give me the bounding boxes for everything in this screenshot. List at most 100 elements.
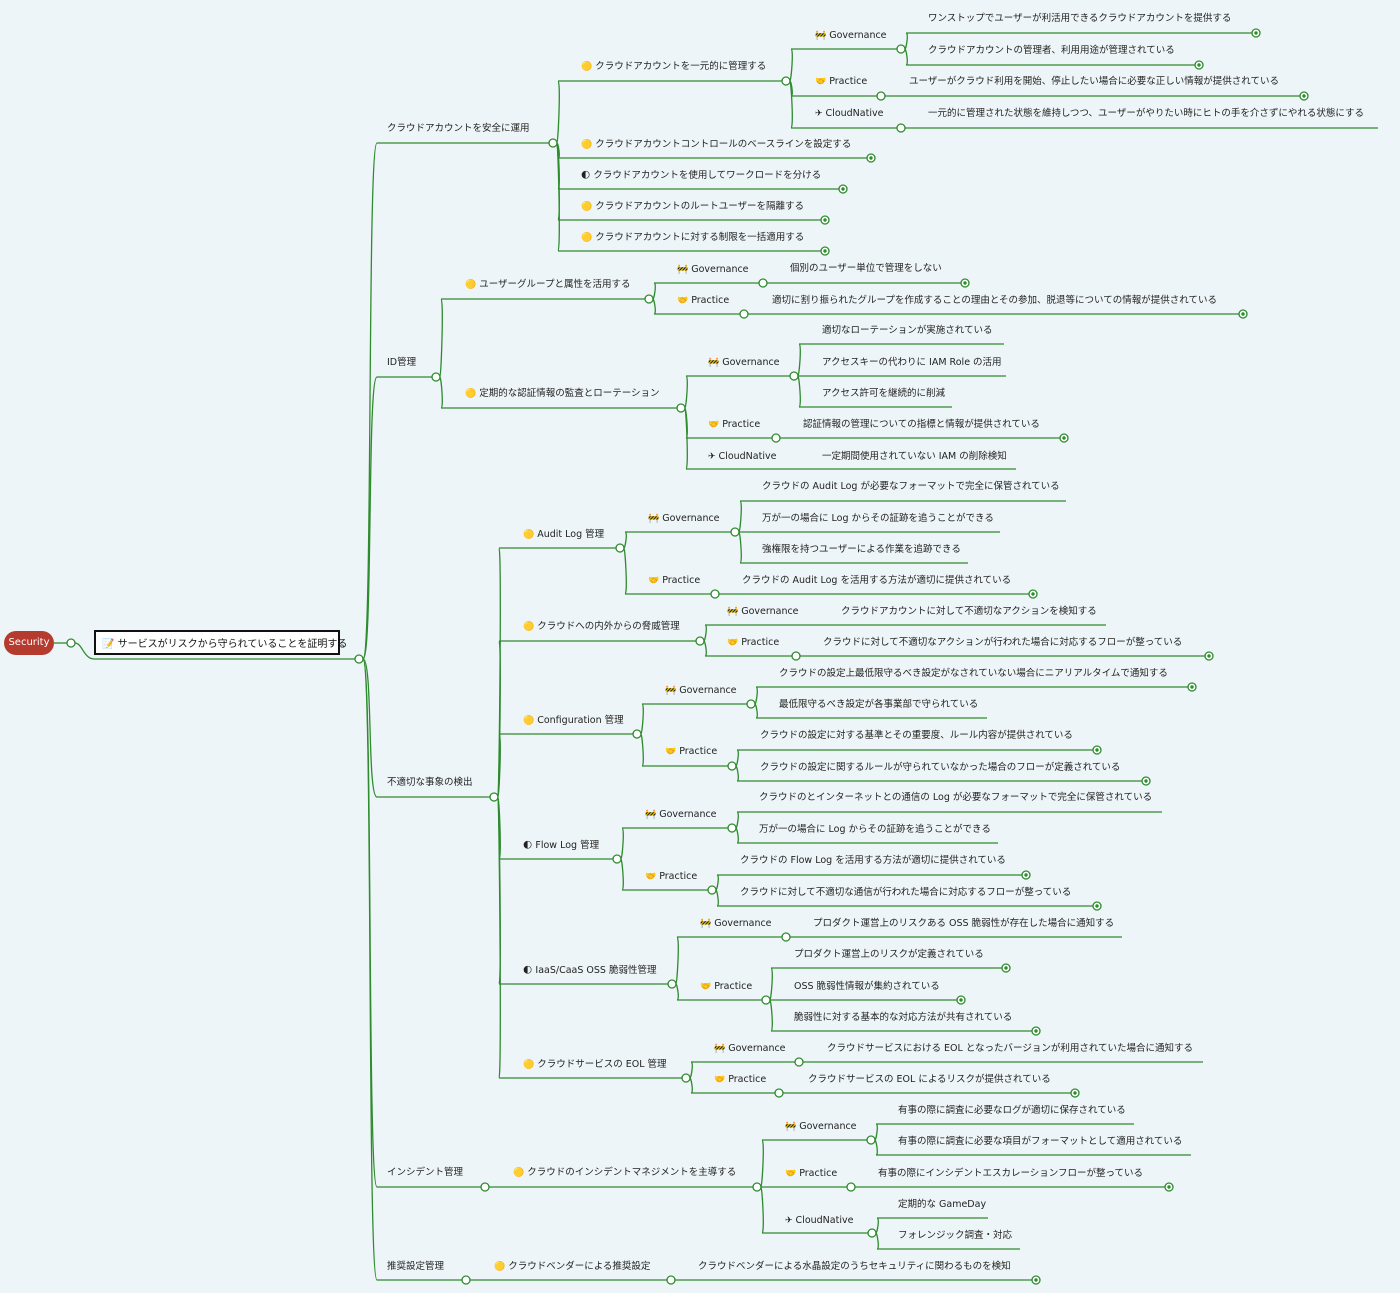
connector-c3dP[interactable]	[707, 885, 717, 895]
node-c3cP1[interactable]: クラウドの設定に対する基準とその重要度、ルール内容が提供されている	[760, 730, 1073, 742]
node-c2bP1[interactable]: 認証情報の管理についての指標と情報が提供されている	[803, 419, 1040, 431]
connector-c1aP[interactable]	[876, 91, 886, 101]
connector-c2aP[interactable]	[739, 309, 749, 319]
node-c3bP[interactable]: 🤝Practice	[727, 637, 779, 649]
connector-c4aP[interactable]	[846, 1182, 856, 1192]
node-c4aG2[interactable]: 有事の際に調査に必要な項目がフォーマットとして適用されている	[898, 1136, 1182, 1148]
connector-c2a[interactable]	[644, 294, 654, 304]
node-c3eG1[interactable]: プロダクト運営上のリスクある OSS 脆弱性が存在した場合に通知する	[813, 918, 1114, 930]
node-c3bG[interactable]: 🚧Governance	[727, 606, 799, 618]
node-c3fP[interactable]: 🤝Practice	[714, 1074, 766, 1086]
connector-c2[interactable]	[431, 372, 441, 382]
node-c2bC[interactable]: ✈CloudNative	[708, 451, 776, 463]
node-c1aC1[interactable]: 一元的に管理された状態を維持しつつ、ユーザーがやりたい時にヒトの手を介さずにやれ…	[928, 108, 1364, 120]
connector-c3aP[interactable]	[710, 589, 720, 599]
connector-c3eP[interactable]	[761, 995, 771, 1005]
node-c1aC[interactable]: ✈CloudNative	[815, 108, 883, 120]
connector-c1aC[interactable]	[896, 123, 906, 133]
node-c2bG[interactable]: 🚧Governance	[708, 357, 780, 369]
connector-c3dG[interactable]	[727, 823, 737, 833]
node-c3dP[interactable]: 🤝Practice	[645, 871, 697, 883]
node-c3eG[interactable]: 🚧Governance	[700, 918, 772, 930]
node-c3[interactable]: 不適切な事象の検出	[387, 777, 473, 789]
connector-c4[interactable]	[480, 1182, 490, 1192]
node-c2aG1[interactable]: 個別のユーザー単位で管理をしない	[790, 263, 942, 275]
node-c4aG[interactable]: 🚧Governance	[785, 1121, 857, 1133]
node-c1aG2[interactable]: クラウドアカウントの管理者、利用用途が管理されている	[928, 45, 1175, 57]
node-c3aG[interactable]: 🚧Governance	[648, 513, 720, 525]
node-c2b[interactable]: 🟡定期的な認証情報の監査とローテーション	[465, 388, 660, 400]
node-c1aG1[interactable]: ワンストップでユーザーが利活用できるクラウドアカウントを提供する	[928, 13, 1231, 25]
connector-c1aG[interactable]	[896, 44, 906, 54]
node-c1[interactable]: クラウドアカウントを安全に運用	[387, 123, 530, 135]
node-c1aP1[interactable]: ユーザーがクラウド利用を開始、停止したい場合に必要な正しい情報が提供されている	[909, 76, 1279, 88]
connector-c3fG[interactable]	[794, 1057, 804, 1067]
connector-c2bG[interactable]	[789, 371, 799, 381]
node-c3bP1[interactable]: クラウドに対して不適切なアクションが行われた場合に対応するフローが整っている	[823, 637, 1182, 649]
node-c4aP1[interactable]: 有事の際にインシデントエスカレーションフローが整っている	[878, 1168, 1143, 1180]
node-c3c[interactable]: 🟡Configuration 管理	[523, 715, 624, 727]
node-c4aG1[interactable]: 有事の際に調査に必要なログが適切に保存されている	[898, 1105, 1126, 1117]
node-c2aG[interactable]: 🚧Governance	[677, 264, 749, 276]
node-c3fP1[interactable]: クラウドサービスの EOL によるリスクが提供されている	[808, 1074, 1051, 1086]
connector-c3[interactable]	[489, 792, 499, 802]
node-c3eP3[interactable]: 脆弱性に対する基本的な対応方法が共有されている	[794, 1012, 1012, 1024]
node-c3cG2[interactable]: 最低限守るべき設定が各事業部で守られている	[779, 699, 978, 711]
node-c3cG1[interactable]: クラウドの設定上最低限守るべき設定がなされていない場合にニアリアルタイムで通知す…	[779, 668, 1168, 680]
node-c3aG1[interactable]: クラウドの Audit Log が必要なフォーマットで完全に保管されている	[762, 481, 1060, 493]
node-c3eP1[interactable]: プロダクト運営上のリスクが定義されている	[794, 949, 984, 961]
connector-c2aG[interactable]	[758, 278, 768, 288]
node-c4[interactable]: インシデント管理	[387, 1167, 463, 1179]
node-c2bC1[interactable]: 一定期間使用されていない IAM の削除検知	[822, 451, 1007, 463]
connector-c3fP[interactable]	[774, 1088, 784, 1098]
node-c1aP[interactable]: 🤝Practice	[815, 76, 867, 88]
node-c2bG2[interactable]: アクセスキーの代わりに IAM Role の活用	[822, 357, 1002, 369]
node-c1d[interactable]: 🟡クラウドアカウントのルートユーザーを隔離する	[581, 201, 804, 213]
main-node[interactable]: 📝 サービスがリスクから守られていることを証明する	[94, 630, 347, 655]
node-c3aP1[interactable]: クラウドの Audit Log を活用する方法が適切に提供されている	[742, 575, 1011, 587]
node-c3e[interactable]: 🌓IaaS/CaaS OSS 脆弱性管理	[523, 965, 656, 977]
node-c3fG[interactable]: 🚧Governance	[714, 1043, 786, 1055]
connector-c3eG[interactable]	[781, 932, 791, 942]
connector-c3bP[interactable]	[791, 651, 801, 661]
connector-c3a[interactable]	[615, 543, 625, 553]
node-c1b[interactable]: 🟡クラウドアカウントコントロールのベースラインを設定する	[581, 139, 851, 151]
node-c3b[interactable]: 🟡クラウドへの内外からの脅威管理	[523, 621, 680, 633]
connector-c5[interactable]	[461, 1275, 471, 1285]
node-c2a[interactable]: 🟡ユーザーグループと属性を活用する	[465, 279, 630, 291]
connector-c4a[interactable]	[752, 1182, 762, 1192]
connector-c3f[interactable]	[681, 1073, 691, 1083]
node-c1a[interactable]: 🟡クラウドアカウントを一元的に管理する	[581, 61, 766, 73]
node-c4aC2[interactable]: フォレンジック調査・対応	[898, 1230, 1012, 1242]
node-c3cP2[interactable]: クラウドの設定に関するルールが守られていなかった場合のフローが定義されている	[760, 762, 1120, 774]
node-c4aC1[interactable]: 定期的な GameDay	[898, 1199, 986, 1211]
node-c4a[interactable]: 🟡クラウドのインシデントマネジメントを主導する	[513, 1167, 736, 1179]
connector-c5a[interactable]	[666, 1275, 676, 1285]
connector-c3cG[interactable]	[746, 699, 756, 709]
connector-c3b[interactable]	[695, 636, 705, 646]
node-c3eP2[interactable]: OSS 脆弱性情報が集約されている	[794, 981, 940, 993]
connector-c3aG[interactable]	[730, 527, 740, 537]
connector-c3c[interactable]	[632, 729, 642, 739]
node-c3aP[interactable]: 🤝Practice	[648, 575, 700, 587]
connector-c3cP[interactable]	[727, 761, 737, 771]
node-c2aP[interactable]: 🤝Practice	[677, 295, 729, 307]
node-c3bG1[interactable]: クラウドアカウントに対して不適切なアクションを検知する	[841, 606, 1097, 618]
node-c3dP1[interactable]: クラウドの Flow Log を活用する方法が適切に提供されている	[740, 855, 1006, 867]
node-c3eP[interactable]: 🤝Practice	[700, 981, 752, 993]
connector-c2b[interactable]	[676, 403, 686, 413]
node-c3d[interactable]: 🌓Flow Log 管理	[523, 840, 599, 852]
node-c5a1[interactable]: クラウドベンダーによる水晶設定のうちセキュリティに関わるものを検知	[698, 1261, 1011, 1273]
node-c2bG1[interactable]: 適切なローテーションが実施されている	[822, 325, 993, 337]
node-c3fG1[interactable]: クラウドサービスにおける EOL となったバージョンが利用されていた場合に通知す…	[827, 1043, 1193, 1055]
node-c3cG[interactable]: 🚧Governance	[665, 685, 737, 697]
connector-c4aC[interactable]	[867, 1228, 877, 1238]
node-c2[interactable]: ID管理	[387, 357, 416, 369]
node-c3cP[interactable]: 🤝Practice	[665, 746, 717, 758]
node-c4aC[interactable]: ✈CloudNative	[785, 1215, 853, 1227]
connector-root[interactable]	[66, 638, 76, 648]
node-c3f[interactable]: 🟡クラウドサービスの EOL 管理	[523, 1059, 667, 1071]
node-c3aG3[interactable]: 強権限を持つユーザーによる作業を追跡できる	[762, 544, 961, 556]
node-c1c[interactable]: 🌓クラウドアカウントを使用してワークロードを分ける	[581, 170, 821, 182]
connector-c2bP[interactable]	[771, 433, 781, 443]
